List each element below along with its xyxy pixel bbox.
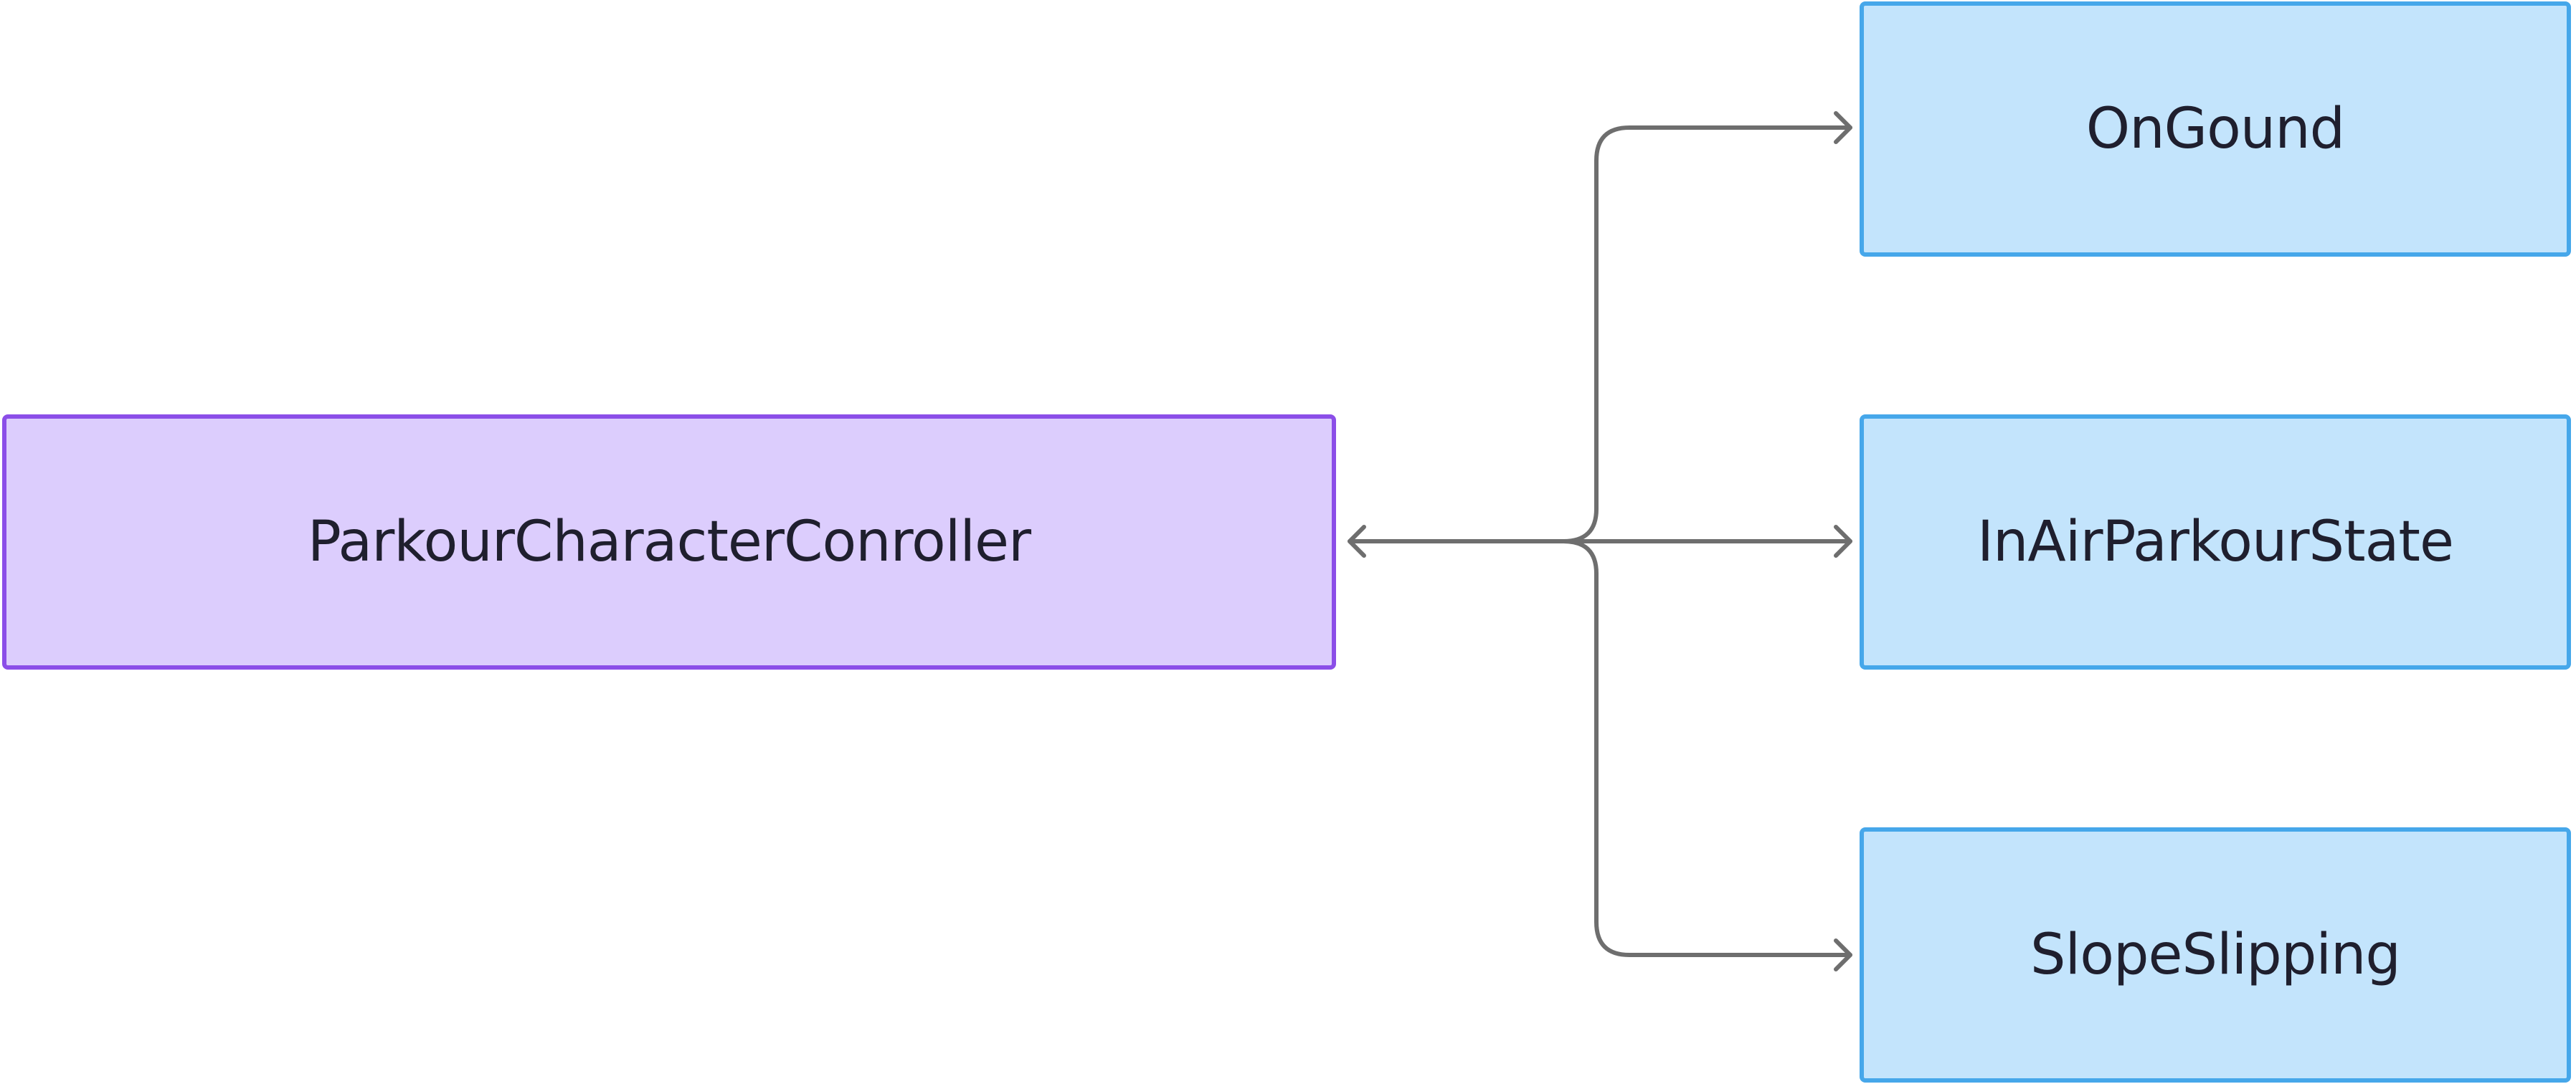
arrowhead-inair [1834,525,1852,558]
arrowhead-slope [1834,938,1852,971]
node-slope-slipping: SlopeSlipping [1860,827,2571,1083]
node-parkour-character-controller: ParkourCharacterConroller [2,414,1336,670]
edge-to-ongound [1561,125,1852,543]
edge-to-slope [1561,539,1852,957]
node-in-air-parkour-state: InAirParkourState [1860,414,2571,670]
arrowhead-ongound [1834,111,1852,144]
node-label: ParkourCharacterConroller [307,510,1031,574]
node-label: SlopeSlipping [2030,923,2401,987]
node-label: InAirParkourState [1976,510,2454,574]
node-label: OnGound [2085,97,2345,161]
node-on-ground: OnGound [1860,1,2571,257]
arrowhead-controller [1348,525,1366,558]
